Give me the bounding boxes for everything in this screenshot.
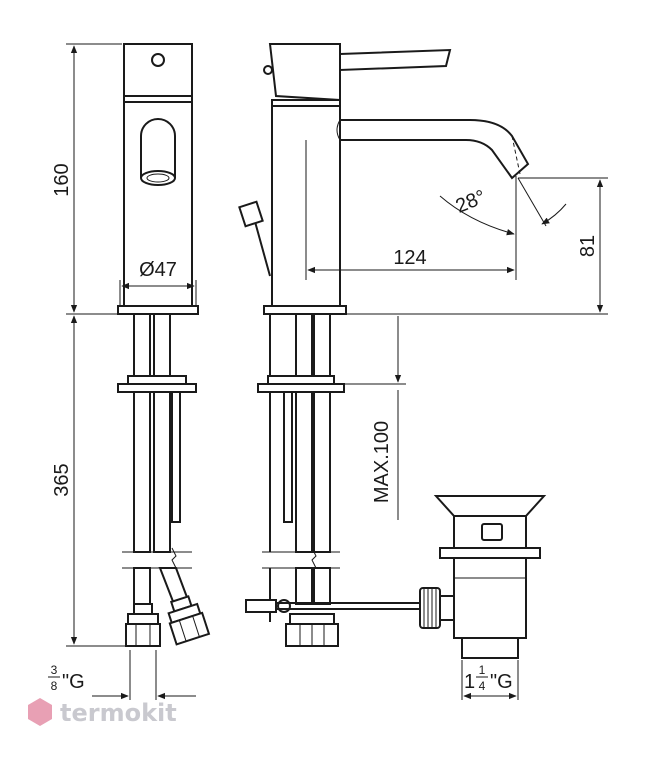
drain-body [453,557,527,639]
drain-assembly [419,495,547,659]
svg-text:1: 1 [464,671,475,693]
side-hoses [262,313,340,622]
spout-outlet [140,118,176,178]
svg-text:4: 4 [479,679,486,693]
watermark-brand: termokit [60,699,177,727]
handle-pin [151,53,165,67]
thread-waste-label: 1 1 4 "G [464,663,513,693]
linkage-clip [245,599,277,613]
dim-angle: 28° [453,186,489,218]
thread-hose-label: 3 8 "G [48,663,85,693]
spout [340,119,530,180]
svg-text:1: 1 [479,663,486,677]
front-mount-nut [117,383,197,393]
side-view [238,43,530,647]
dim-height-top: 160 [51,163,73,196]
dimension-lines [66,43,608,700]
dim-height-bottom: 365 [51,463,73,496]
drain-knob [419,587,441,629]
front-fittings [125,595,211,647]
termokit-logo-icon [28,698,52,726]
popup-knob [238,200,264,228]
front-view [117,43,211,647]
lever [339,48,452,72]
side-handle [268,43,341,102]
dim-diameter: Ø47 [139,259,177,281]
side-mount-nut [257,383,345,393]
drain-flange [439,547,541,559]
side-base [263,305,347,315]
svg-text:3: 3 [51,663,58,677]
dim-reach: 124 [393,247,426,269]
svg-text:"G: "G [62,671,85,693]
dim-max-thickness: MAX.100 [371,421,393,503]
front-base [117,305,199,315]
popup-rod [253,217,271,277]
watermark: termokit [28,698,177,727]
dim-spout-height: 81 [577,235,599,257]
side-fittings [285,613,339,647]
front-handle [123,43,193,103]
front-hoses [122,313,192,606]
svg-text:"G: "G [490,671,513,693]
svg-text:8: 8 [51,679,58,693]
